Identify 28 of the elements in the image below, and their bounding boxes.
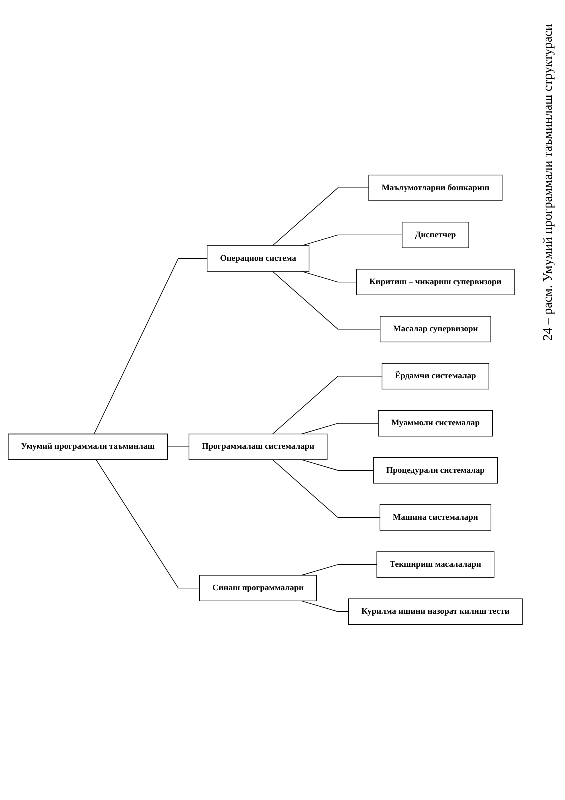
connector: [301, 600, 350, 612]
node-box: Масалар супервизори: [380, 316, 492, 343]
node-box: Программалаш системалари: [188, 434, 328, 460]
figure-caption: 24 – расм. Умумий программали таъминлаш структураси: [540, 24, 556, 341]
connector: [272, 460, 381, 518]
connector: [301, 460, 374, 471]
node-box: Процедурали системалар: [373, 457, 498, 484]
node-box: Муаммоли системалар: [378, 410, 494, 437]
connector: [94, 258, 208, 435]
node-box: Маълумотларни бошкариш: [368, 174, 503, 202]
node-box: Операцион система: [207, 246, 310, 272]
connector: [301, 423, 379, 435]
node-box: Курилма ишини назорат килиш тести: [348, 598, 523, 626]
connector: [301, 271, 358, 283]
connector: [301, 564, 378, 576]
node-box: Киритиш – чикариш супервизори: [356, 269, 515, 296]
connector: [272, 376, 383, 435]
connector: [272, 188, 370, 246]
node-box: Синаш программалари: [199, 575, 318, 602]
connector: [167, 446, 190, 448]
connector: [301, 234, 403, 246]
node-box: Машина системалари: [380, 504, 492, 531]
connector: [96, 460, 200, 589]
node-box: Умумий программали таъминлаш: [8, 434, 168, 460]
node-box: Текшириш масалалари: [376, 552, 495, 578]
node-box: Диспетчер: [402, 222, 470, 248]
connector: [272, 271, 381, 330]
node-box: Ёрдамчи системалар: [382, 363, 490, 390]
